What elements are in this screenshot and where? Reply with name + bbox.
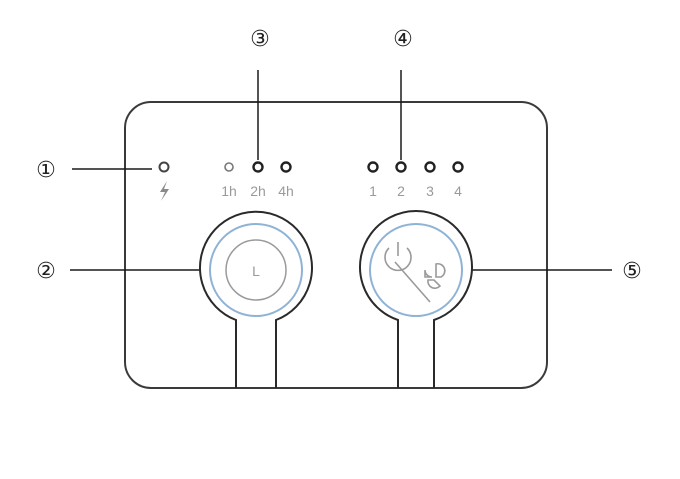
- timer-led-4h: [280, 161, 292, 173]
- power-icon: [384, 247, 412, 272]
- speed-led-3: [424, 161, 436, 173]
- control-panel-outline: [124, 101, 548, 389]
- speed-label-4: 4: [454, 183, 462, 199]
- timer-label-1h: 1h: [221, 183, 237, 199]
- speed-label-2: 2: [397, 183, 405, 199]
- speed-led-2: [395, 161, 407, 173]
- callout-4: ④: [393, 27, 413, 52]
- callout-3: ③: [250, 27, 270, 52]
- power-fan-divider: [394, 261, 431, 303]
- power-led: [158, 161, 170, 173]
- callout-2: ②: [36, 259, 56, 284]
- power-fan-button-outline: [359, 210, 473, 388]
- callout-5: ⑤: [622, 259, 642, 284]
- timer-led-2h: [252, 161, 264, 173]
- callout-1: ①: [36, 158, 56, 183]
- lightning-icon: [160, 181, 169, 201]
- fan-icon: [424, 262, 446, 290]
- power-fan-button-ring: [369, 223, 463, 317]
- timer-button-ring: [209, 223, 303, 317]
- speed-label-1: 1: [369, 183, 377, 199]
- speed-led-4: [452, 161, 464, 173]
- power-fan-icon: [384, 242, 446, 303]
- timer-button[interactable]: L: [199, 210, 313, 388]
- timer-button-glyph: L: [252, 263, 260, 279]
- speed-label-3: 3: [426, 183, 434, 199]
- timer-button-outline: [199, 210, 313, 388]
- timer-label-4h: 4h: [278, 183, 294, 199]
- timer-label-2h: 2h: [250, 183, 266, 199]
- speed-led-1: [367, 161, 379, 173]
- power-fan-button[interactable]: [359, 210, 473, 388]
- clock-icon: [225, 239, 287, 301]
- timer-led-1h: [224, 162, 234, 172]
